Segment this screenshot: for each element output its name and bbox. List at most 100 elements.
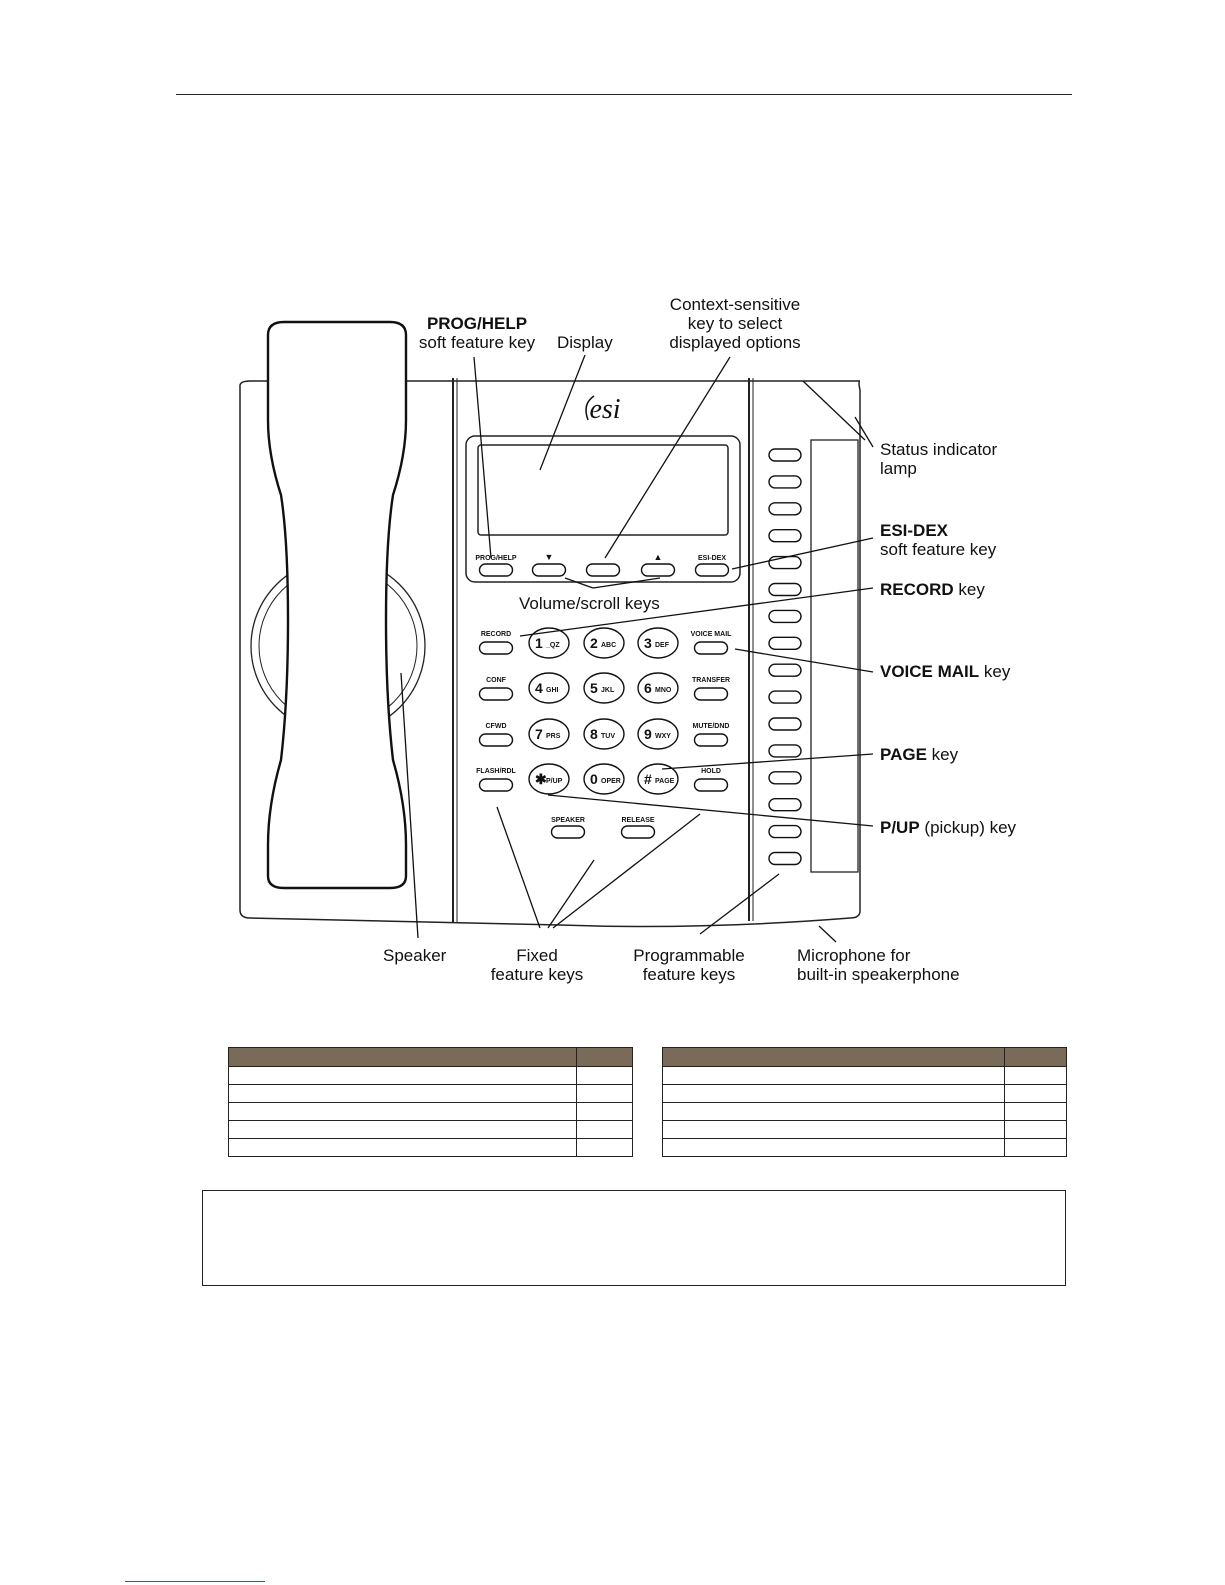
- programmable-key[interactable]: [768, 851, 802, 866]
- programmable-key[interactable]: [768, 636, 802, 650]
- dial-key-letters: PRS: [546, 733, 561, 740]
- table-row: [228, 1102, 633, 1121]
- dial-key[interactable]: [583, 718, 625, 750]
- label-pup: P/UP (pickup) key: [880, 818, 1017, 837]
- dial-key[interactable]: [637, 763, 679, 795]
- dial-key[interactable]: [528, 763, 570, 795]
- leader-microphone: [818, 925, 837, 943]
- fixed-key-label: TRANSFER: [692, 677, 730, 684]
- esi-logo: esi: [589, 394, 620, 425]
- handset: [266, 320, 408, 890]
- key-table-left: [228, 1047, 633, 1157]
- leader-prog-help: [473, 356, 492, 559]
- fixed-key[interactable]: [478, 778, 514, 792]
- header-rule: [176, 94, 1072, 95]
- programmable-key[interactable]: [768, 798, 802, 812]
- dial-key[interactable]: [528, 718, 570, 750]
- fixed-key-label: MUTE/DND: [693, 723, 730, 730]
- fixed-key[interactable]: [478, 733, 514, 747]
- leader-fixed-3: [552, 813, 701, 929]
- fixed-key[interactable]: [693, 778, 729, 792]
- dial-key-digit: 9: [644, 726, 652, 742]
- programmable-key[interactable]: [768, 771, 802, 785]
- fixed-key-label: RELEASE: [621, 817, 654, 824]
- programmable-key[interactable]: [768, 824, 802, 839]
- label-display: Display: [557, 333, 613, 352]
- leader-status-lamp-tip: [854, 416, 874, 448]
- fixed-key[interactable]: [620, 825, 656, 839]
- programmable-key[interactable]: [768, 448, 802, 462]
- dial-key[interactable]: [528, 672, 570, 704]
- dial-key-digit: 7: [535, 726, 543, 742]
- fixed-key[interactable]: [478, 687, 514, 701]
- dial-key-digit: 8: [590, 726, 598, 742]
- leader-context-key: [604, 356, 731, 559]
- label-voice-mail: VOICE MAIL key: [880, 662, 1011, 681]
- programmable-key[interactable]: [768, 744, 802, 758]
- fixed-key[interactable]: [693, 641, 729, 655]
- fixed-key[interactable]: [693, 687, 729, 701]
- programmable-key[interactable]: [768, 663, 802, 677]
- dial-key[interactable]: [637, 627, 679, 659]
- fixed-key[interactable]: [550, 825, 586, 839]
- dial-key[interactable]: [583, 763, 625, 795]
- leader-display: [539, 354, 586, 471]
- dial-key-digit: 3: [644, 635, 652, 651]
- programmable-key[interactable]: [768, 502, 802, 516]
- dial-key-letters: PAGE: [655, 778, 675, 785]
- leader-record: [519, 587, 874, 637]
- leader-volume-left: [564, 577, 594, 589]
- dial-key-digit: ✱: [535, 771, 547, 787]
- soft-key[interactable]: [694, 563, 730, 577]
- footer-link-rule: [125, 1581, 265, 1582]
- soft-key-label: PROG/HELP: [475, 555, 517, 562]
- dial-key-digit: 2: [590, 635, 598, 651]
- dial-key[interactable]: [583, 627, 625, 659]
- label-page: PAGE key: [880, 745, 959, 764]
- dial-key[interactable]: [583, 672, 625, 704]
- fixed-key[interactable]: [693, 733, 729, 747]
- fixed-key-label: VOICE MAIL: [691, 631, 733, 638]
- dial-key[interactable]: [637, 718, 679, 750]
- dial-key-letters: MNO: [655, 687, 672, 694]
- programmable-key[interactable]: [768, 529, 802, 543]
- programmable-key[interactable]: [768, 555, 802, 570]
- dial-key-letters: _QZ: [545, 642, 560, 649]
- label-record: RECORD key: [880, 580, 985, 599]
- soft-key[interactable]: [478, 563, 514, 577]
- leader-volume-right: [592, 577, 661, 589]
- table-row: [228, 1066, 633, 1085]
- dial-key-letters: ABC: [601, 642, 616, 649]
- display-bezel: [465, 435, 741, 583]
- table-header: [228, 1047, 633, 1067]
- soft-key[interactable]: [640, 563, 676, 577]
- programmable-key[interactable]: [768, 475, 802, 489]
- fixed-key-label: FLASH/RDL: [476, 768, 516, 775]
- dial-key-letters: JKL: [601, 687, 615, 694]
- programmable-key[interactable]: [768, 582, 802, 597]
- leader-fixed-2: [547, 859, 595, 929]
- dial-key[interactable]: [637, 672, 679, 704]
- programmable-key[interactable]: [768, 609, 802, 624]
- table-row: [662, 1102, 1067, 1121]
- soft-key[interactable]: [531, 563, 567, 577]
- programmable-key[interactable]: [768, 690, 802, 704]
- leader-esi-dex: [731, 537, 874, 570]
- dial-key-digit: 6: [644, 680, 652, 696]
- soft-key[interactable]: [585, 563, 621, 577]
- soft-key-label: ▼: [545, 552, 554, 562]
- dial-key[interactable]: [528, 627, 570, 659]
- dial-key-digit: 4: [535, 680, 543, 696]
- programmable-key[interactable]: [768, 717, 802, 731]
- table-row: [228, 1138, 633, 1157]
- display-screen: [477, 444, 729, 536]
- fixed-key[interactable]: [478, 641, 514, 655]
